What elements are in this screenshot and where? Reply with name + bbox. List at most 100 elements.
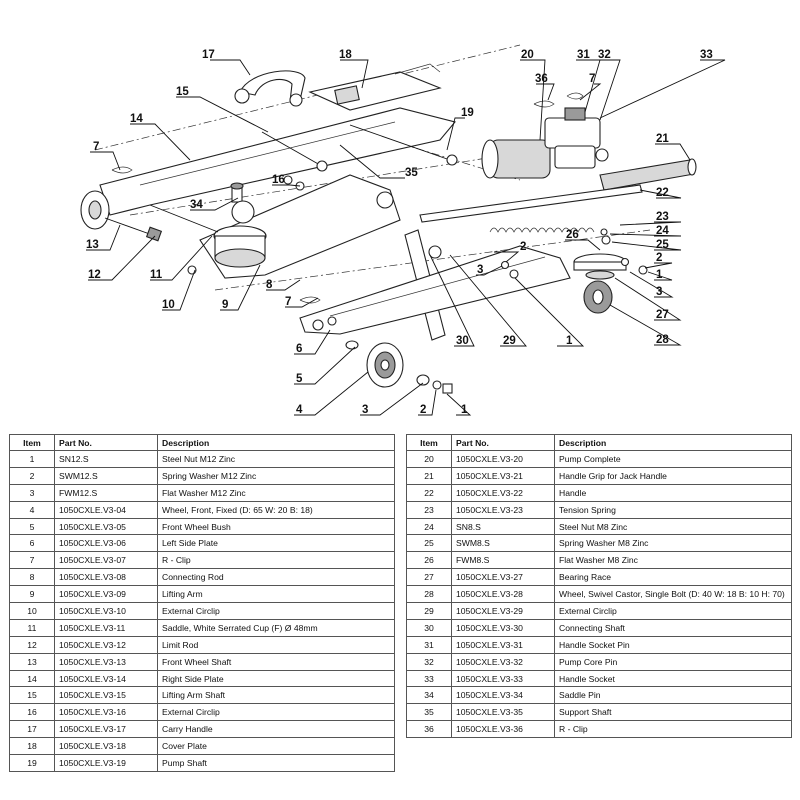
part-no-cell: SN8.S <box>451 517 555 536</box>
callout-2m: 2 <box>520 241 526 253</box>
part-no-cell: 1050CXLE.V3-14 <box>54 669 158 688</box>
leader-lines <box>86 59 726 416</box>
part-no-cell: 1050CXLE.V3-29 <box>451 602 555 620</box>
part-no-cell: 1050CXLE.V3-33 <box>451 669 555 688</box>
header-description: Description <box>554 434 792 451</box>
callout-3b: 3 <box>362 404 368 416</box>
callout-3m: 3 <box>477 264 483 276</box>
callout-30: 30 <box>456 335 469 347</box>
description-cell: Right Side Plate <box>157 669 395 688</box>
callout-29: 29 <box>503 335 516 347</box>
description-cell: Front Wheel Shaft <box>157 652 395 671</box>
callout-27: 27 <box>656 309 669 321</box>
description-cell: R - Clip <box>157 551 395 570</box>
description-cell: Carry Handle <box>157 720 395 739</box>
part-no-cell: 1050CXLE.V3-31 <box>451 635 555 654</box>
item-cell: 14 <box>9 669 55 688</box>
item-cell: 28 <box>406 585 452 604</box>
callout-33: 33 <box>700 49 713 61</box>
part-no-cell: 1050CXLE.V3-10 <box>54 602 158 620</box>
description-cell: Connecting Rod <box>157 568 395 587</box>
description-cell: Pump Shaft <box>157 754 395 772</box>
callout-12: 12 <box>88 269 101 281</box>
description-cell: Flat Washer M12 Zinc <box>157 483 395 502</box>
part-no-cell: 1050CXLE.V3-27 <box>451 568 555 587</box>
part-no-cell: 1050CXLE.V3-35 <box>451 703 555 722</box>
item-cell: 8 <box>9 568 55 587</box>
table-header-row: Item Part No. Description <box>9 434 395 451</box>
callout-labels: 17 18 15 14 7 19 20 31 32 36 7 33 21 22 … <box>86 49 713 416</box>
part-no-cell: 1050CXLE.V3-17 <box>54 720 158 739</box>
item-cell: 34 <box>406 686 452 705</box>
part-no-cell: 1050CXLE.V3-32 <box>451 652 555 671</box>
item-cell: 5 <box>9 517 55 536</box>
item-cell: 33 <box>406 669 452 688</box>
callout-6: 6 <box>296 343 302 355</box>
callout-8: 8 <box>266 279 273 291</box>
exploded-parts-diagram: 17 18 15 14 7 19 20 31 32 36 7 33 21 22 … <box>80 44 726 416</box>
description-cell: Saddle, White Serrated Cup (F) Ø 48mm <box>157 618 395 637</box>
table-header-row: Item Part No. Description <box>406 434 792 451</box>
header-item: Item <box>406 434 452 451</box>
description-cell: Limit Rod <box>157 635 395 654</box>
description-cell: Support Shaft <box>554 703 792 722</box>
callout-14: 14 <box>130 113 143 125</box>
callout-7c: 7 <box>285 296 291 308</box>
part-no-cell: FWM12.S <box>54 483 158 502</box>
description-cell: External Circlip <box>554 602 792 620</box>
description-cell: R - Clip <box>554 720 792 739</box>
callout-34: 34 <box>190 199 203 211</box>
item-cell: 22 <box>406 483 452 502</box>
item-cell: 23 <box>406 500 452 519</box>
part-no-cell: 1050CXLE.V3-16 <box>54 703 158 722</box>
item-cell: 3 <box>9 483 55 502</box>
item-cell: 6 <box>9 534 55 553</box>
shafts-upper <box>261 124 458 185</box>
item-cell: 15 <box>9 686 55 705</box>
part-no-cell: 1050CXLE.V3-22 <box>451 483 555 502</box>
callout-1m: 1 <box>566 335 573 347</box>
item-cell: 12 <box>9 635 55 654</box>
description-cell: Left Side Plate <box>157 534 395 553</box>
description-cell: Spring Washer M8 Zinc <box>554 534 792 553</box>
part-no-cell: 1050CXLE.V3-36 <box>451 720 555 739</box>
description-cell: Bearing Race <box>554 568 792 587</box>
cover-plate <box>308 63 442 111</box>
item-cell: 11 <box>9 618 55 637</box>
tension-spring <box>489 227 595 233</box>
item-cell: 2 <box>9 466 55 485</box>
part-no-cell: 1050CXLE.V3-18 <box>54 737 158 756</box>
part-no-cell: 1050CXLE.V3-08 <box>54 568 158 587</box>
part-no-cell: 1050CXLE.V3-19 <box>54 754 158 772</box>
item-cell: 4 <box>9 500 55 519</box>
callout-9: 9 <box>222 299 228 311</box>
item-cell: 13 <box>9 652 55 671</box>
callout-2r: 2 <box>656 252 662 264</box>
description-cell: Pump Core Pin <box>554 652 792 671</box>
callout-3r: 3 <box>656 286 662 298</box>
part-no-cell: 1050CXLE.V3-34 <box>451 686 555 705</box>
part-no-cell: 1050CXLE.V3-05 <box>54 517 158 536</box>
part-no-cell: 1050CXLE.V3-23 <box>451 500 555 519</box>
callout-7b: 7 <box>589 73 595 85</box>
callout-2b: 2 <box>420 404 426 416</box>
item-cell: 36 <box>406 720 452 739</box>
description-cell: Wheel, Swivel Castor, Single Bolt (D: 40… <box>554 585 792 604</box>
description-cell: External Circlip <box>157 703 395 722</box>
item-cell: 17 <box>9 720 55 739</box>
callout-5: 5 <box>296 373 303 385</box>
